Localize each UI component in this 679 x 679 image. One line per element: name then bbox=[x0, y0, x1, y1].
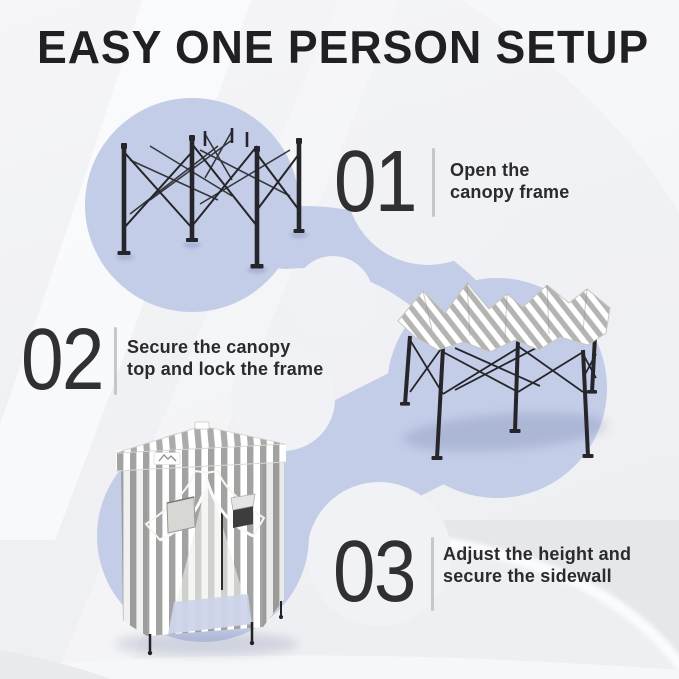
step-3-description: Adjust the height and secure the sidewal… bbox=[443, 544, 631, 587]
frame-top-stubs bbox=[203, 128, 249, 147]
tent-interior-floor bbox=[168, 594, 252, 634]
frame-back-braces bbox=[129, 130, 291, 215]
canopy-ground-shadow bbox=[403, 412, 607, 452]
striped-canopy-top bbox=[397, 282, 611, 353]
logo-mountain-icon bbox=[158, 454, 177, 462]
step-2-divider bbox=[114, 327, 117, 395]
tent-roof bbox=[115, 425, 287, 454]
step-1-line-2: canopy frame bbox=[450, 181, 570, 202]
step2-canopy-illustration bbox=[397, 282, 611, 460]
tent-feet bbox=[147, 601, 283, 656]
frame-feet bbox=[117, 135, 305, 269]
canopy-fold-lines bbox=[422, 282, 588, 339]
tent-right-window bbox=[233, 504, 253, 528]
tent-ground-shadow bbox=[115, 632, 299, 656]
step-1-divider bbox=[432, 148, 435, 217]
step-2-description: Secure the canopy top and lock the frame bbox=[127, 337, 323, 380]
step-3-number: 03 bbox=[333, 523, 416, 620]
tent-peak-cap bbox=[194, 421, 210, 430]
step-3-line-1: Adjust the height and bbox=[443, 544, 632, 564]
frame-legs bbox=[121, 138, 302, 266]
connector-notch bbox=[307, 482, 451, 626]
connector-band-1 bbox=[254, 206, 483, 331]
step1-frame-illustration bbox=[116, 128, 308, 273]
canopy-frame-legs bbox=[403, 317, 598, 459]
step3-tent-illustration bbox=[115, 421, 299, 656]
step-3-divider bbox=[431, 537, 434, 611]
step-2-line-2: top and lock the frame bbox=[127, 358, 324, 379]
step-2-line-1: Secure the canopy bbox=[127, 337, 291, 357]
brand-logo-patch bbox=[153, 452, 181, 465]
connector-notch bbox=[293, 256, 373, 336]
step-1-number: 01 bbox=[334, 133, 417, 230]
step-2-number: 02 bbox=[21, 311, 104, 408]
canopy-frame-braces bbox=[409, 339, 597, 395]
step-3-line-2: secure the sidewall bbox=[443, 565, 612, 586]
connector-notch bbox=[346, 101, 510, 265]
tent-right-wall bbox=[263, 449, 284, 627]
tent-right-window-flap bbox=[230, 493, 256, 511]
connector-notch bbox=[231, 347, 335, 451]
tent-left-wall bbox=[121, 456, 147, 636]
page-title: EASY ONE PERSON SETUP bbox=[37, 21, 650, 73]
step-1-description: Open the canopy frame bbox=[450, 160, 569, 203]
canopy-frame-feet bbox=[400, 390, 597, 460]
step-1-line-1: Open the bbox=[450, 160, 530, 180]
